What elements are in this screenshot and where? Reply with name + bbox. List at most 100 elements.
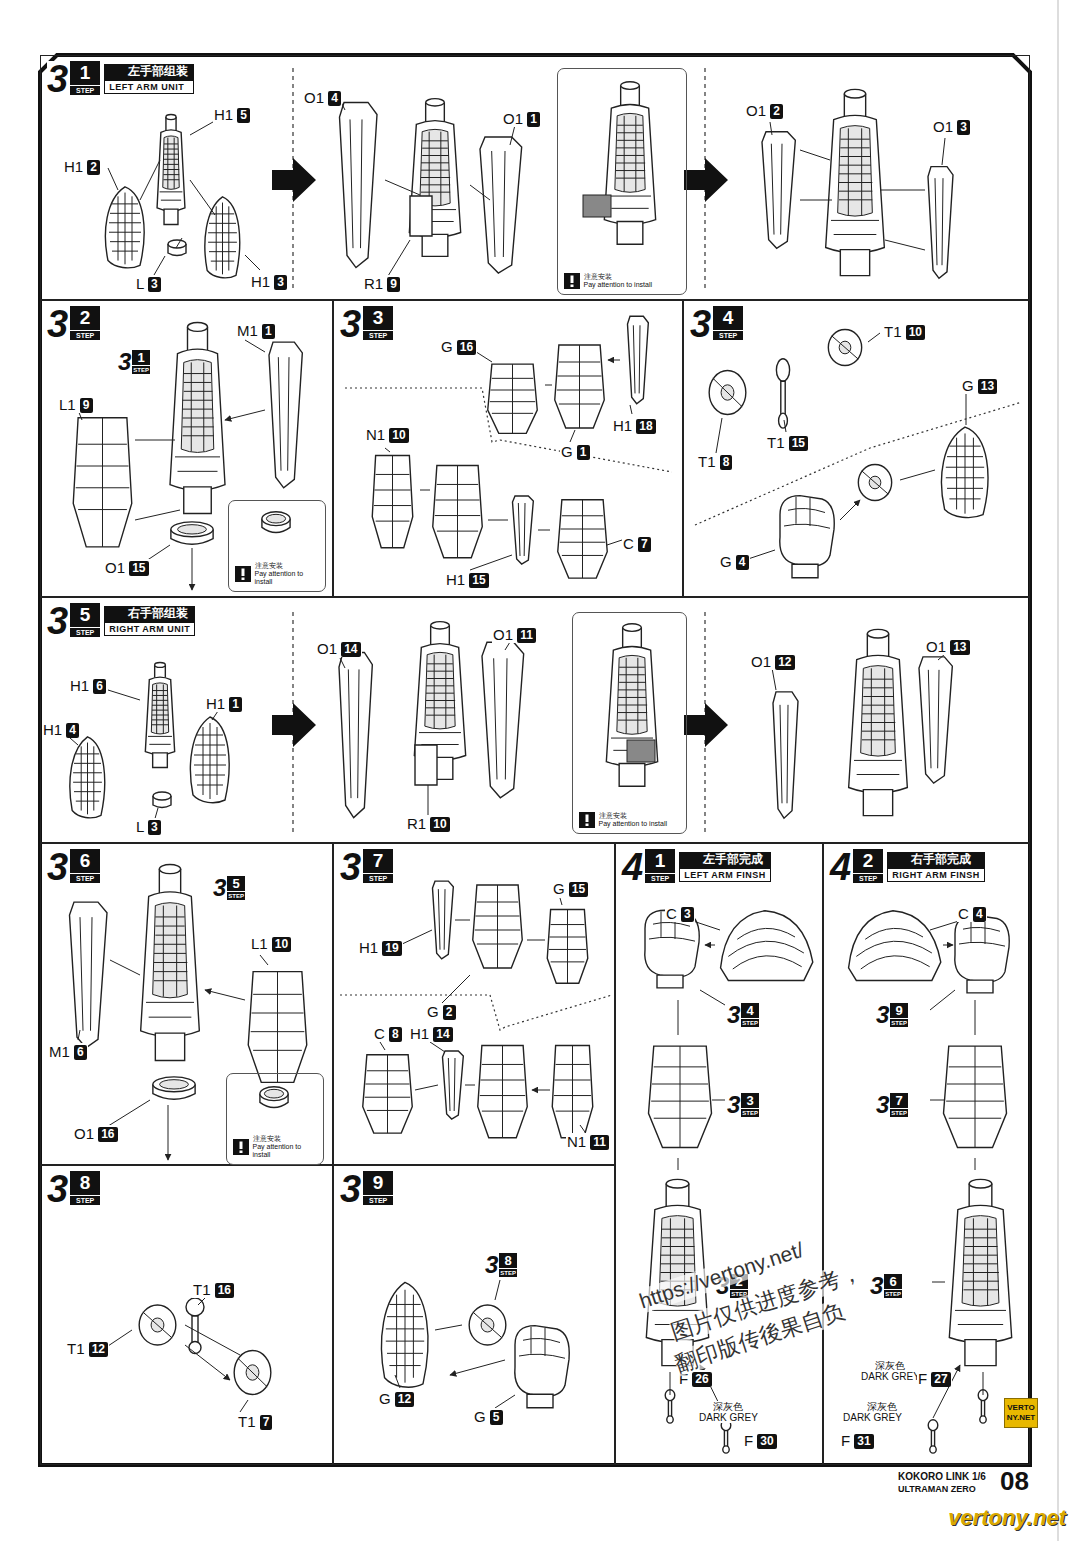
drawing-use (773, 692, 798, 818)
step-ref-major: 3 (727, 1003, 740, 1026)
part-callout: R1 10 (406, 815, 451, 832)
part-callout: O1 11 (492, 626, 537, 643)
attention-text: 注意安装Pay attention to install (255, 562, 317, 586)
warning-icon-part (585, 814, 588, 822)
callout-number: 18 (636, 419, 655, 434)
callout-number: 5 (490, 1410, 503, 1425)
step-ref-minor: 3 (741, 1093, 759, 1108)
part-callout: M1 1 (236, 322, 276, 339)
callout-number: 1 (577, 445, 590, 460)
drawing-use (547, 909, 588, 983)
callout-number: 9 (387, 277, 400, 292)
drawing-use (949, 1179, 1011, 1365)
callout-number: 5 (237, 108, 250, 123)
drawing-use (944, 1046, 1007, 1147)
callout-number: 26 (692, 1372, 711, 1387)
step-panel: 33STEP (333, 300, 683, 597)
step-badge: 38STEP (47, 1171, 100, 1207)
callout-number: 15 (469, 573, 488, 588)
step-major: 3 (690, 306, 711, 342)
part-callout: G 1 (560, 443, 591, 460)
part-callout: G 15 (552, 880, 589, 897)
footer-text: ULTRAMAN ZERO (898, 1484, 976, 1495)
drawing-use (409, 99, 460, 257)
drawing-use (73, 418, 132, 547)
watermark-badge: VERTONY.NET (1004, 1398, 1038, 1428)
part-callout: H1 1 (205, 695, 243, 712)
drawing-path (192, 548, 193, 590)
step-panel: 31STEP左手部组装LEFT ARM UNIT注意安装Pay attentio… (40, 55, 1030, 300)
title-chinese: 左手部完成 (679, 852, 771, 868)
drawing-use (478, 1046, 528, 1138)
callout-number: 3 (681, 907, 694, 922)
step-badge: 34STEP (690, 306, 743, 342)
drawing-polygon (40, 55, 1030, 1465)
step-ref-minor: 6 (884, 1274, 902, 1289)
part-callout: L 3 (135, 818, 162, 835)
drawing-use (234, 1351, 271, 1395)
part-callout: O1 13 (925, 638, 971, 655)
drawing-path (78, 340, 265, 565)
part-callout: O1 4 (303, 89, 342, 106)
callout-number: 3 (148, 820, 161, 835)
part-callout: C 3 (665, 905, 695, 922)
step-badge: 32STEP (47, 306, 100, 342)
step-minor: 8 (70, 1171, 100, 1195)
step-ref-major: 3 (213, 876, 226, 899)
drawing-path (435, 1325, 505, 1375)
attention-box: 注意安装Pay attention to install (226, 1073, 324, 1165)
drawing-use (141, 865, 200, 1061)
color-note: 深灰色 (874, 1360, 906, 1371)
step-reference: 3 5 STEP (213, 876, 245, 900)
step-minor-col: 1STEP (645, 849, 675, 883)
drawing-use (552, 1046, 593, 1138)
drawing-use (205, 197, 240, 278)
drawing-path (140, 150, 925, 250)
part-callout: H1 14 (409, 1025, 454, 1042)
step-badge: 42STEP (830, 849, 883, 885)
attention-chinese: 注意安装 (253, 1135, 315, 1143)
callout-number: 3 (957, 120, 970, 135)
callout-number: 4 (973, 907, 986, 922)
step-title: 左手部完成LEFT ARM FINSH (679, 852, 771, 882)
part-callout: H1 5 (213, 106, 251, 123)
drawing-path (385, 348, 632, 570)
part-callout: G 16 (440, 338, 477, 355)
step-badge: 35STEP (47, 603, 100, 639)
part-callout: L1 9 (58, 396, 94, 413)
step-ref-minor: 5 (227, 876, 245, 891)
color-note: DARK GREY (842, 1412, 903, 1423)
step-minor: 2 (853, 849, 883, 873)
step-minor: 1 (645, 849, 675, 873)
part-callout: T1 15 (766, 434, 809, 451)
part-callout: O1 12 (750, 653, 796, 670)
callout-number: 8 (720, 455, 733, 470)
drawing-use (433, 881, 454, 959)
part-callout: F 30 (743, 1432, 778, 1449)
callout-number: 12 (89, 1342, 108, 1357)
attention-text: 注意安装Pay attention to install (599, 812, 668, 828)
callout-number: 10 (430, 817, 449, 832)
title-chinese: 左手部组装 (104, 64, 194, 80)
step-minor: 1 (70, 61, 100, 85)
callout-number: 10 (906, 325, 925, 340)
part-callout: L1 10 (250, 935, 292, 952)
drawing-use (171, 522, 213, 544)
drawing-path (293, 68, 705, 292)
drawing-use (928, 167, 953, 279)
part-callout: N1 10 (365, 426, 410, 443)
attention-chinese: 注意安装 (599, 812, 668, 820)
drawing-path (70, 642, 945, 822)
step-panel: 38STEP (40, 1165, 333, 1465)
drawing-use (849, 911, 941, 981)
attention-english: Pay attention to install (599, 820, 668, 828)
drawing-path (78, 955, 268, 1128)
attention-box: 注意安装Pay attention to install (557, 68, 687, 295)
drawing-path (380, 898, 585, 1132)
callout-number: 7 (260, 1415, 273, 1430)
callout-number: 14 (433, 1027, 452, 1042)
callout-number: 8 (389, 1027, 402, 1042)
step-major: 4 (830, 849, 851, 885)
warning-icon-part (579, 812, 595, 828)
drawing-path (168, 1105, 169, 1160)
